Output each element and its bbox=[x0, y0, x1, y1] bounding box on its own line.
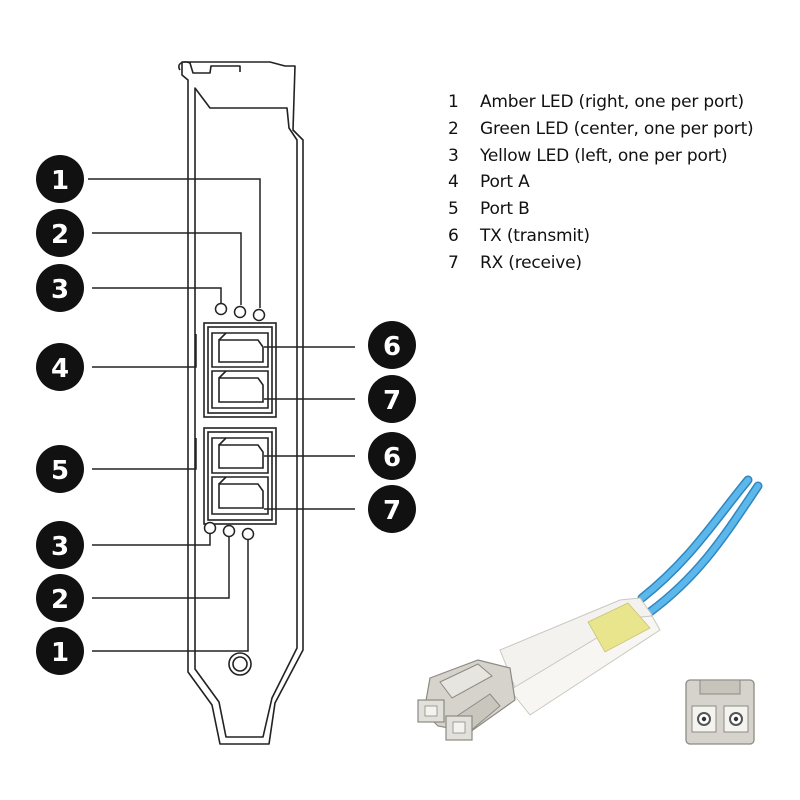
legend-item: 4 Port A bbox=[448, 172, 754, 199]
yellow-led-top bbox=[214, 302, 228, 316]
callout-rx-port-b: 7 bbox=[368, 485, 416, 533]
callout-amber-led-bottom: 1 bbox=[36, 627, 84, 675]
port-a bbox=[203, 322, 277, 418]
screw-hole bbox=[228, 652, 252, 676]
svg-text:1: 1 bbox=[51, 166, 69, 196]
green-led-bottom bbox=[222, 524, 236, 538]
callout-tx-port-b: 6 bbox=[368, 432, 416, 480]
svg-text:4: 4 bbox=[51, 354, 69, 384]
port-a-rx-socket bbox=[211, 370, 269, 409]
legend-label: RX (receive) bbox=[480, 252, 582, 273]
yellow-led-bottom bbox=[203, 521, 217, 535]
svg-text:5: 5 bbox=[51, 456, 69, 486]
callout-port-b: 5 bbox=[36, 445, 84, 493]
svg-text:2: 2 bbox=[51, 220, 69, 250]
callout-tx-port-a: 6 bbox=[368, 321, 416, 369]
callout-port-a: 4 bbox=[36, 343, 84, 391]
legend-label: TX (transmit) bbox=[480, 225, 590, 246]
port-b bbox=[203, 427, 277, 525]
legend-item: 3 Yellow LED (left, one per port) bbox=[448, 146, 754, 173]
legend-item: 2 Green LED (center, one per port) bbox=[448, 119, 754, 146]
callout-yellow-led-bottom: 3 bbox=[36, 521, 84, 569]
legend-number: 4 bbox=[448, 172, 459, 193]
amber-led-bottom bbox=[241, 527, 255, 541]
legend-number: 5 bbox=[448, 199, 459, 220]
legend-item: 1 Amber LED (right, one per port) bbox=[448, 92, 754, 119]
amber-led-top bbox=[252, 308, 266, 322]
legend-list: 1 Amber LED (right, one per port) 2 Green L… bbox=[448, 92, 754, 280]
legend-item: 6 TX (transmit) bbox=[448, 226, 754, 253]
port-b-rx-socket bbox=[211, 476, 269, 515]
svg-text:6: 6 bbox=[383, 443, 401, 473]
port-a-tx-socket bbox=[211, 332, 269, 368]
legend-number: 6 bbox=[448, 225, 459, 246]
svg-text:3: 3 bbox=[51, 275, 69, 305]
port-b-tx-socket bbox=[211, 437, 269, 474]
svg-text:6: 6 bbox=[383, 332, 401, 362]
legend-number: 3 bbox=[448, 145, 459, 166]
legend-label: Port A bbox=[480, 172, 530, 193]
svg-text:7: 7 bbox=[383, 496, 401, 526]
lc-fiber-cable bbox=[417, 475, 763, 741]
legend-item: 5 Port B bbox=[448, 199, 754, 226]
leader-lines bbox=[88, 178, 355, 652]
callout-yellow-led-top: 3 bbox=[36, 264, 84, 312]
legend-label: Green LED (center, one per port) bbox=[480, 118, 754, 139]
callout-amber-led-top: 1 bbox=[36, 155, 84, 203]
legend-item: 7 RX (receive) bbox=[448, 253, 754, 280]
legend-label: Yellow LED (left, one per port) bbox=[480, 145, 728, 166]
svg-text:2: 2 bbox=[51, 585, 69, 615]
lc-duplex-port bbox=[685, 679, 755, 745]
callout-green-led-top: 2 bbox=[36, 209, 84, 257]
callout-green-led-bottom: 2 bbox=[36, 574, 84, 622]
svg-text:1: 1 bbox=[51, 638, 69, 668]
green-led-top bbox=[233, 305, 247, 319]
legend-number: 7 bbox=[448, 252, 459, 273]
legend-label: Port B bbox=[480, 199, 530, 220]
svg-text:3: 3 bbox=[51, 532, 69, 562]
legend-number: 1 bbox=[448, 92, 459, 112]
callout-rx-port-a: 7 bbox=[368, 375, 416, 423]
svg-text:7: 7 bbox=[383, 386, 401, 416]
legend-number: 2 bbox=[448, 118, 459, 139]
legend-label: Amber LED (right, one per port) bbox=[480, 92, 744, 112]
